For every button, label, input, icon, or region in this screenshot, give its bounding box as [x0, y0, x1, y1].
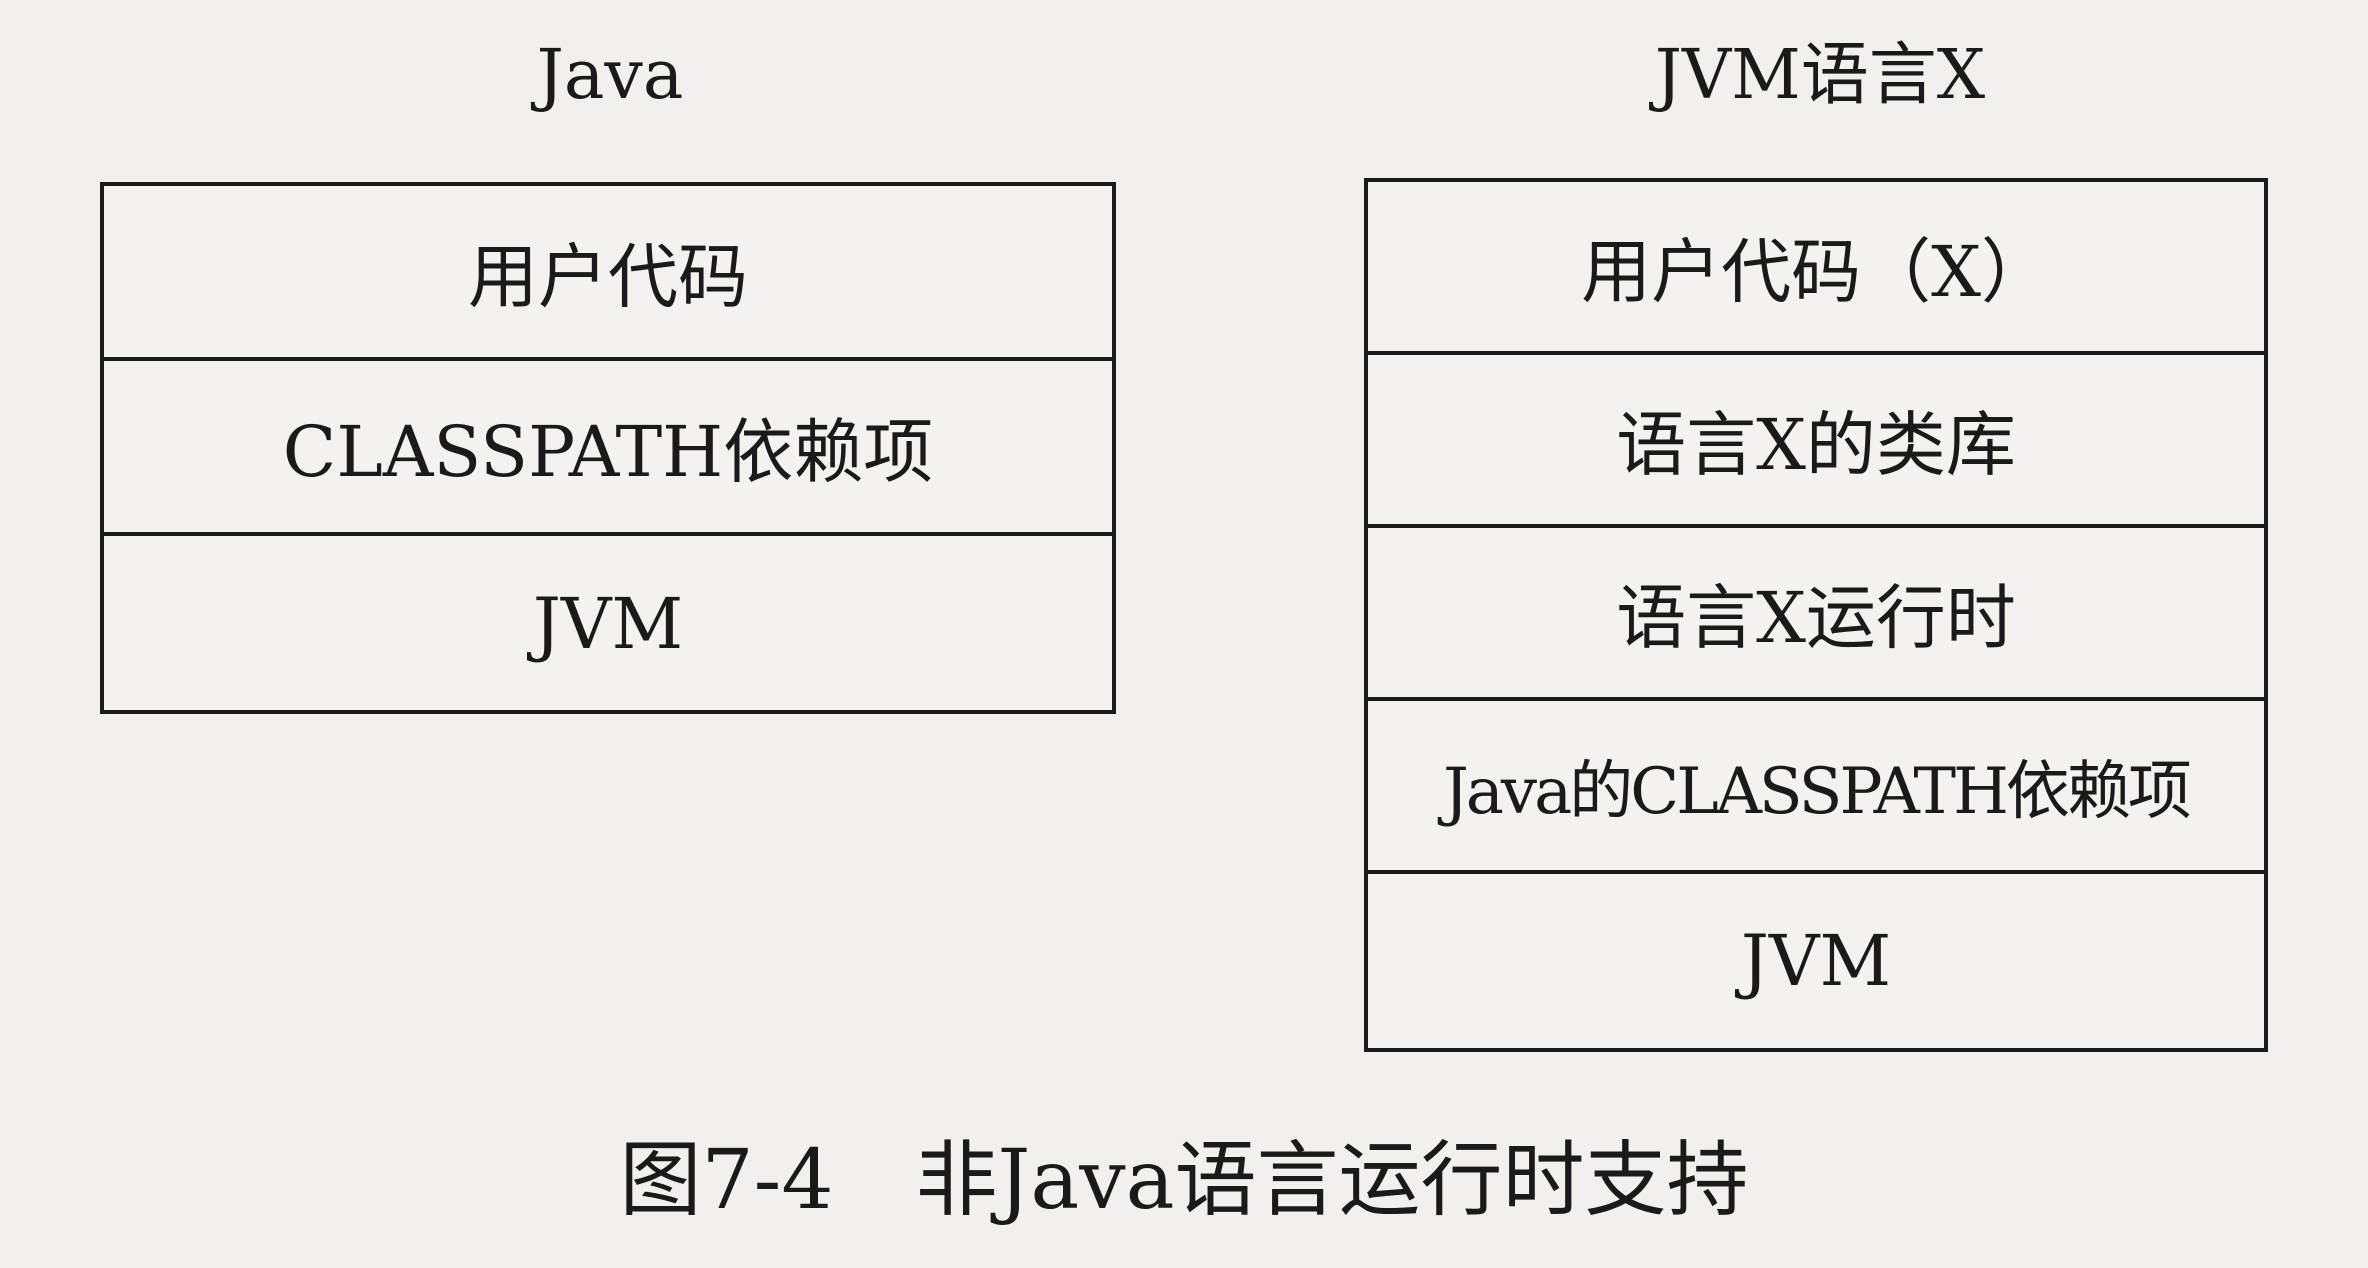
jvm-language-x-stack-title: JVM语言X [1654, 36, 1986, 115]
java-layer-jvm: JVM [532, 582, 684, 665]
java-layer-user-code: 用户代码 [104, 186, 1112, 361]
x-layer-runtime: 语言X运行时 [1368, 528, 2264, 701]
jvm-language-x-stack: 用户代码（X） 语言X的类库 语言X运行时 Java的CLASSPATH依赖项 … [1364, 178, 2268, 1052]
x-layer-class-library: 语言X的类库 [1368, 355, 2264, 528]
java-stack-title: Java [536, 36, 684, 115]
x-layer-jvm: JVM [1740, 919, 1892, 1002]
x-layer-java-classpath: Java的CLASSPATH依赖项 [1368, 701, 2264, 874]
java-stack: 用户代码 CLASSPATH依赖项 JVM [100, 182, 1116, 714]
figure-caption: 图7-4 非Java语言运行时支持 [619, 1133, 1749, 1228]
x-layer-user-code: 用户代码（X） [1368, 182, 2264, 355]
java-layer-classpath: CLASSPATH依赖项 [104, 361, 1112, 536]
